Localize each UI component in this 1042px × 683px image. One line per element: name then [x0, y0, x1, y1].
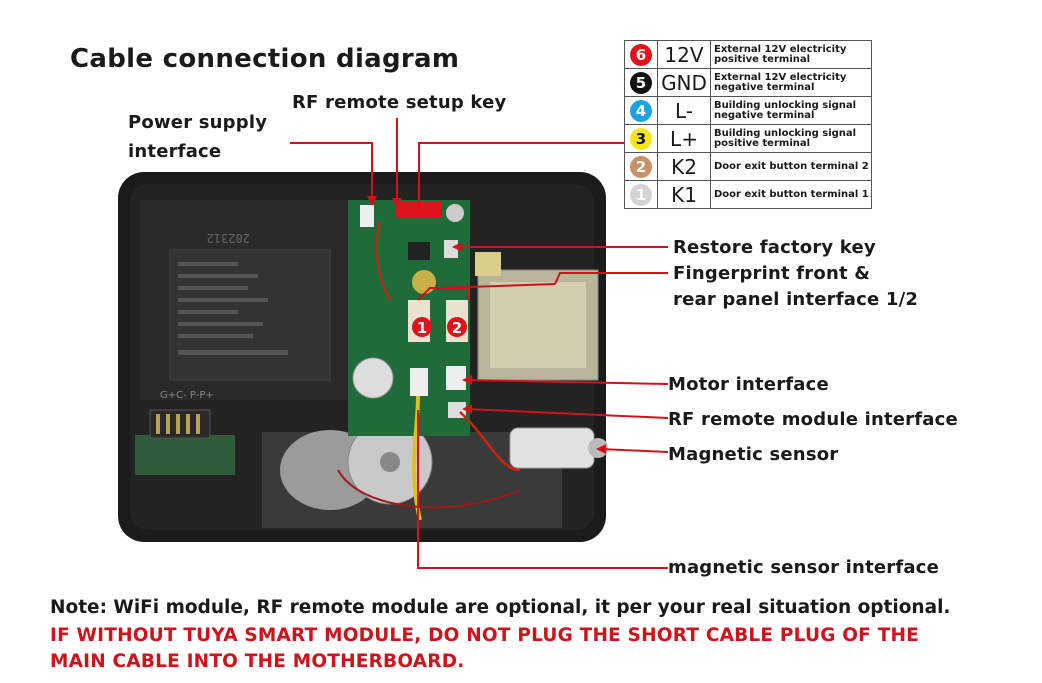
terminal-code: GND — [657, 68, 711, 97]
fp-badge-2-label: 2 — [452, 319, 462, 337]
power-supply-label-line2: interface — [128, 141, 222, 162]
terminal-description-line2: negative terminal — [714, 81, 815, 93]
wifi-module — [135, 435, 235, 475]
terminal-number-badge: 4 — [630, 99, 652, 122]
motor-interface-label: Motor interface — [668, 374, 829, 395]
fingerprint-label: Fingerprint front & — [673, 263, 871, 284]
terminal-number-badge: 3 — [630, 127, 652, 150]
restore-factory-label: Restore factory key — [673, 237, 876, 258]
pin-label: G+C- P-P+ — [160, 390, 214, 401]
terminal-description: External 12V electricity — [714, 43, 847, 55]
optional-modules-note: Note: WiFi module, RF remote module are … — [50, 597, 951, 618]
fp-badge-2 — [447, 317, 467, 337]
fingerprint-label-line2: rear panel interface 1/2 — [673, 289, 919, 310]
battery-stamp: 202312 — [207, 231, 250, 245]
magnetic-sensor-interface-label: magnetic sensor interface — [668, 557, 940, 578]
terminal-description-line2: positive terminal — [714, 53, 811, 65]
fp-badge-1-label: 1 — [417, 319, 427, 337]
power-supply-label: Power supply — [128, 112, 268, 133]
terminal-code: 12V — [657, 40, 711, 69]
rf-setup-key-label: RF remote setup key — [292, 92, 507, 113]
magnetic-sensor-body — [509, 427, 595, 469]
warning-line-1: IF WITHOUT TUYA SMART MODULE, DO NOT PLU… — [50, 625, 919, 646]
terminal-number-badge: 2 — [630, 155, 652, 178]
terminal-description-line2: positive terminal — [714, 137, 811, 149]
terminal-number-badge: 1 — [630, 183, 652, 206]
warning-line-2: MAIN CABLE INTO THE MOTHERBOARD. — [50, 651, 465, 672]
terminal-number-badge: 6 — [630, 43, 652, 66]
page-title: Cable connection diagram — [70, 44, 460, 74]
terminal-code: K2 — [657, 152, 711, 181]
magnetic-sensor-label: Magnetic sensor — [668, 444, 839, 465]
fp-badge-1 — [412, 317, 432, 337]
rf-module-interface-label: RF remote module interface — [668, 409, 958, 430]
callout-lines — [290, 118, 669, 569]
terminal-description-line2: negative terminal — [714, 109, 815, 121]
terminal-description: Door exit button terminal 2 — [714, 160, 869, 172]
terminal-description: Building unlocking signal — [714, 99, 857, 111]
terminal-description: Door exit button terminal 1 — [714, 188, 869, 200]
terminal-code: L+ — [657, 124, 711, 153]
terminal-description: Building unlocking signal — [714, 127, 857, 139]
restore-key — [444, 240, 458, 258]
terminal-number-badge: 5 — [630, 71, 652, 94]
terminal-description: External 12V electricity — [714, 71, 847, 83]
terminal-code: L- — [657, 96, 711, 125]
motor-connector — [410, 368, 428, 396]
terminal-code: K1 — [657, 180, 711, 209]
